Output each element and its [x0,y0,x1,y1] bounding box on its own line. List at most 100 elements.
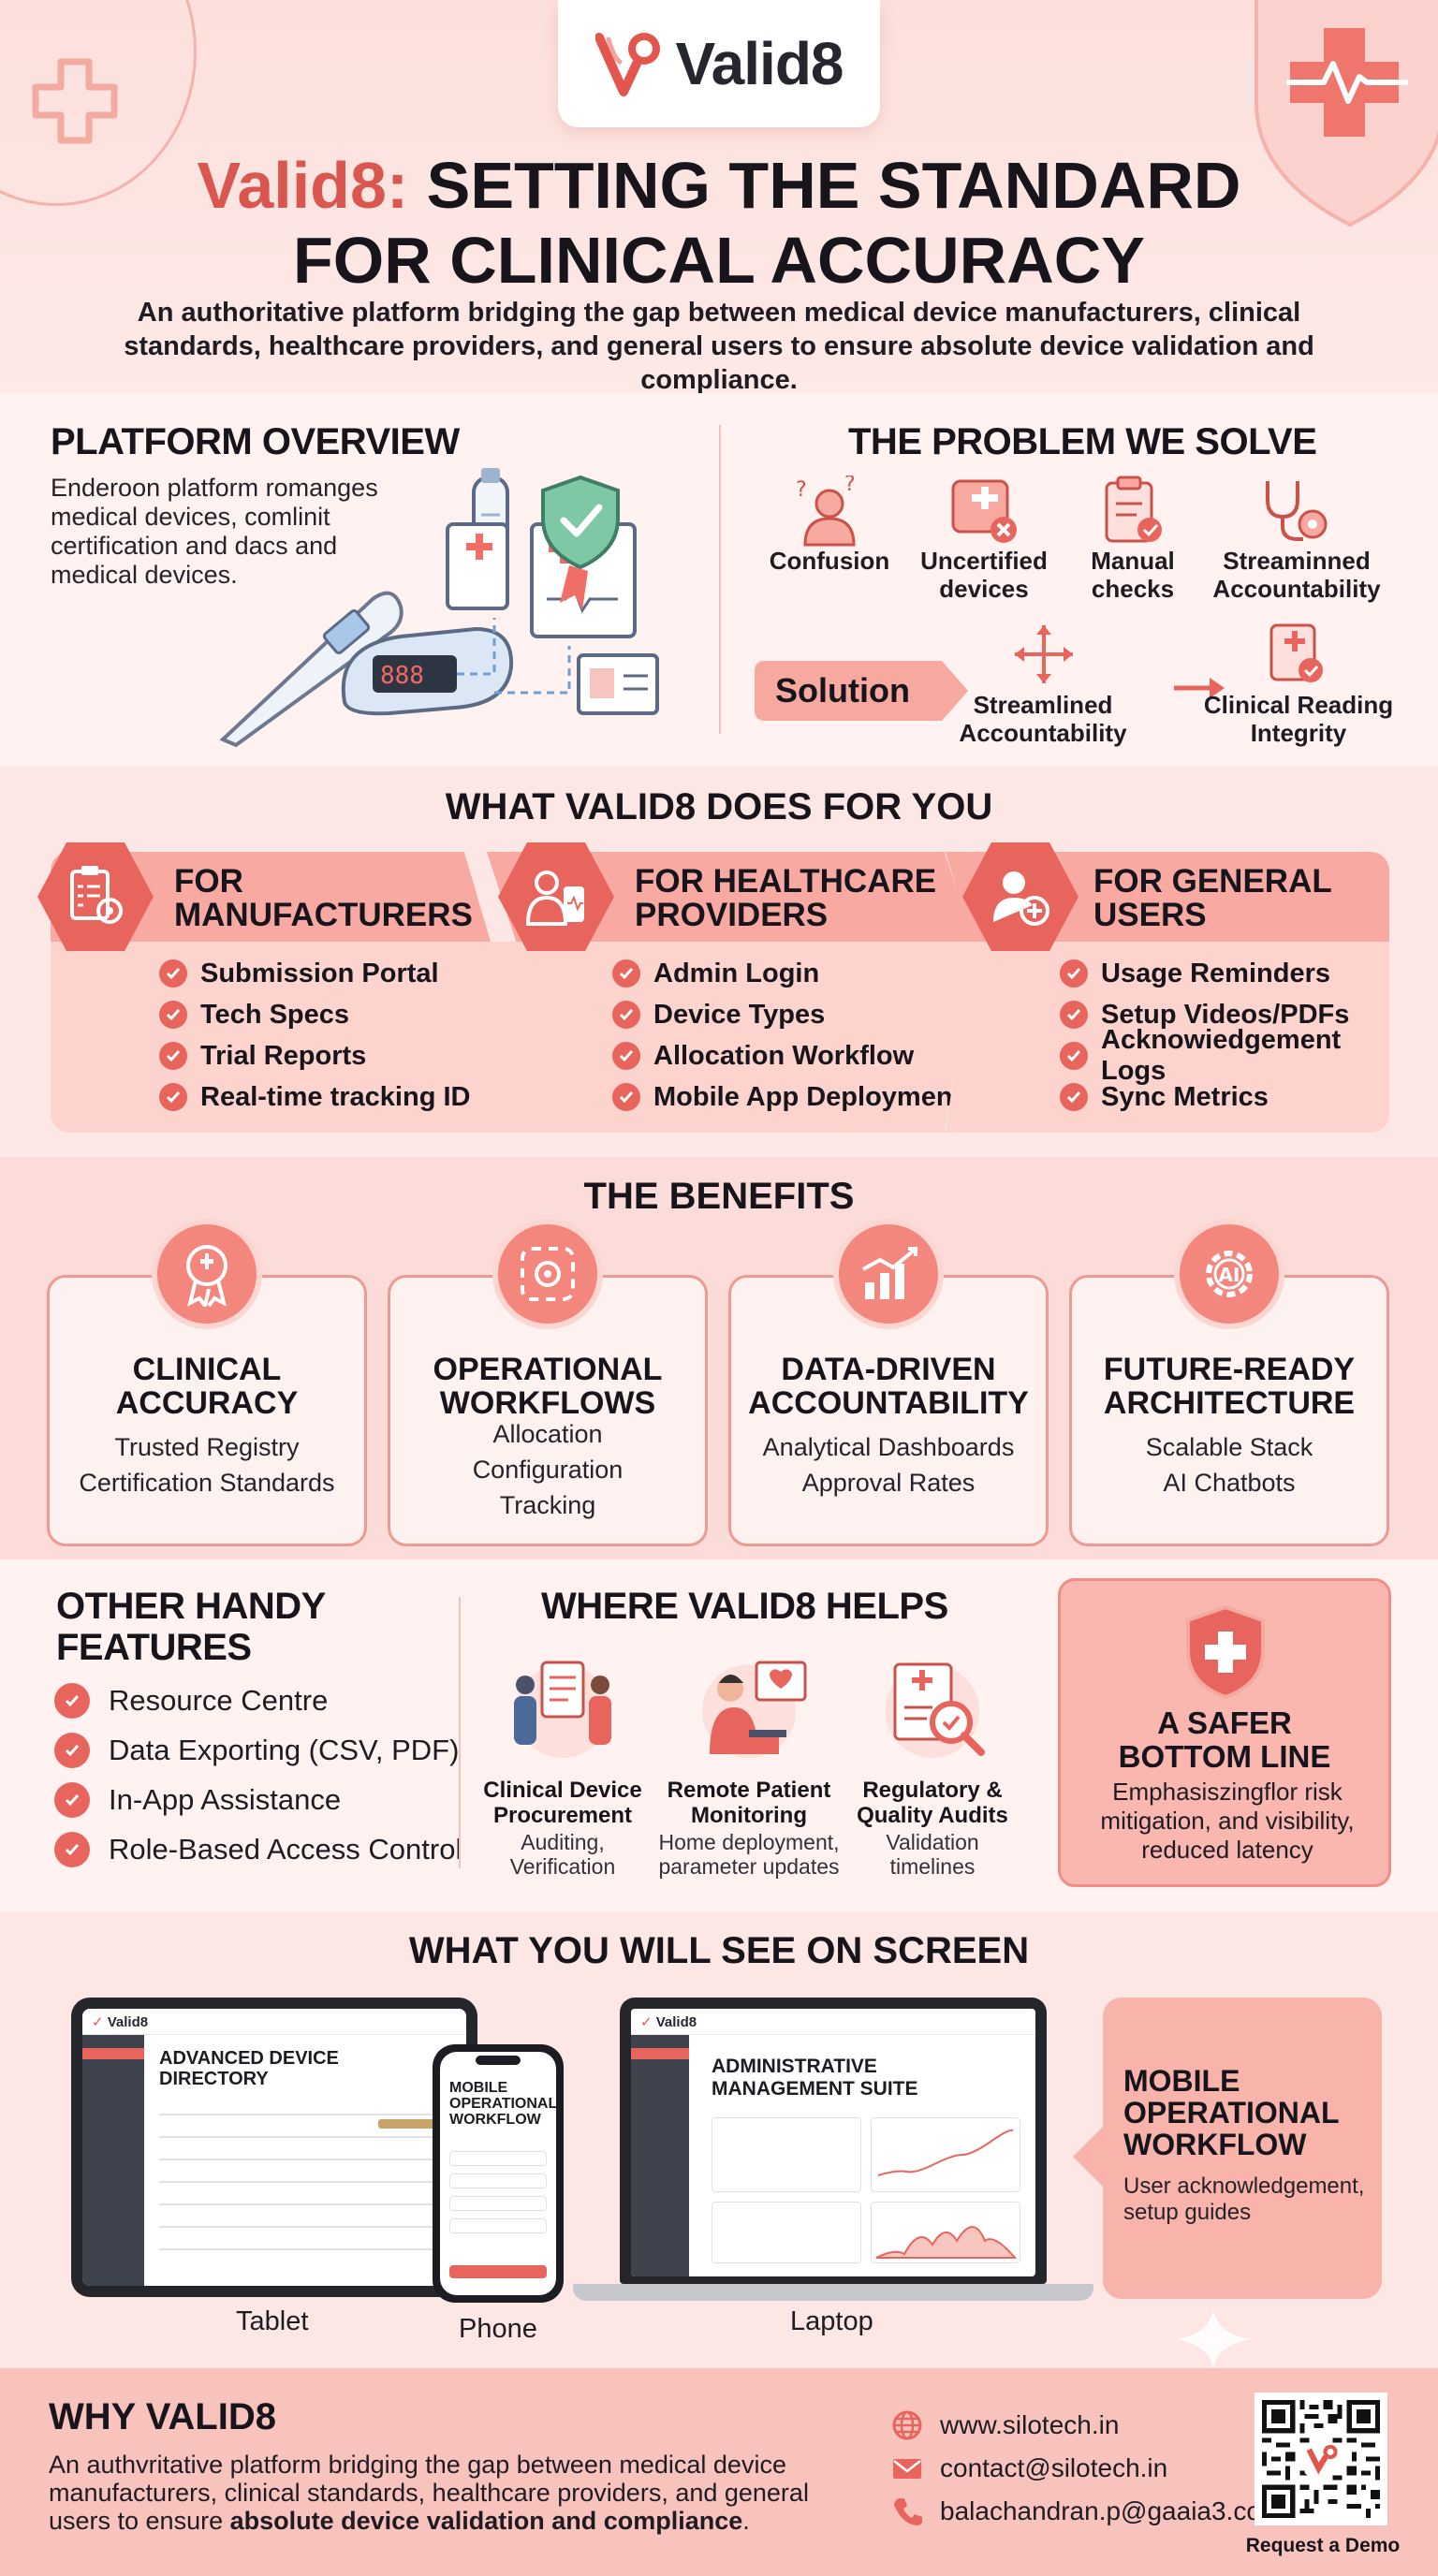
solution-item-accountability: Streamlined Accountability [959,691,1127,747]
handy-item: Role-Based Access Control [54,1824,462,1874]
check-icon [159,959,187,988]
section-divider [459,1597,461,1868]
doctors-clipboard-icon [514,1661,611,1758]
handy-item: Data Exporting (CSV, PDF) [54,1725,462,1775]
card-general-users: FOR GENERAL USERS Usage Reminders Setup … [946,842,1389,1133]
ai-gear-icon: AI [1174,1219,1284,1329]
feature-item: Trial Reports [159,1035,470,1076]
footer-title: WHY VALID8 [49,2396,276,2437]
laptop-base [573,2284,1093,2301]
bar-chart-icon [833,1219,944,1329]
safer-bottom-line-card: A SAFER BOTTOM LINE Emphasiszingflor ris… [1058,1578,1391,1887]
healthcare-provider-icon [498,842,614,951]
feature-item: Sync Metrics [1060,1076,1389,1118]
features-helps-section: OTHER HANDY FEATURES Resource Centre Dat… [0,1559,1438,1911]
phone-heading-line3: WORKFLOW [449,2112,541,2128]
check-icon [612,1042,640,1070]
stethoscope-gear-icon [1266,481,1328,541]
pulse-oximeter-icon: 888 [341,626,514,716]
card-manufacturers: FOR MANUFACTURERS Submission Portal Tech… [37,842,517,1133]
problem-item-accountability: Streaminned Accountability [1212,547,1381,603]
svg-text:AI: AI [1219,1264,1240,1286]
laptop-sidebar [631,2035,689,2276]
page-title: Valid8: SETTING THE STANDARD FOR CLINICA… [0,148,1438,298]
manufacturer-features: Submission Portal Tech Specs Trial Repor… [159,953,470,1118]
request-demo-label[interactable]: Request a Demo [1245,2535,1401,2556]
card-title-line1: FOR HEALTHCARE [635,863,937,900]
screens-section: WHAT YOU WILL SEE ON SCREEN ✓ Valid8 ADV… [0,1911,1438,2368]
laptop-screen: ✓ Valid8 ADMINISTRATIVE MANAGEMENT SUITE [631,2009,1035,2276]
handy-features-list: Resource Centre Data Exporting (CSV, PDF… [54,1676,462,1874]
arrows-move-icon [1015,625,1073,683]
healthcare-features: Admin Login Device Types Allocation Work… [612,953,961,1118]
svg-text:888: 888 [380,662,424,690]
check-icon [54,1682,90,1719]
phone-heading-line1: MOBILE [449,2080,508,2096]
card-title-line2: PROVIDERS [635,897,829,933]
problem-item-uncertified: Uncertified devices [920,547,1048,603]
laptop-heading-line2: MANAGEMENT SUITE [712,2078,918,2100]
phone-screen: MOBILE OPERATIONAL WORKFLOW [440,2052,556,2295]
check-icon [159,1001,187,1029]
line-chart-card [871,2117,1020,2192]
uncertified-device-icon [951,479,1017,543]
check-icon [612,959,640,988]
safer-title-line1: A SAFER [1157,1705,1292,1740]
contact-email[interactable]: contact@silotech.in [891,2452,1167,2484]
qr-code[interactable] [1255,2393,1387,2525]
title-brand: Valid8: [197,149,409,222]
check-icon [612,1001,640,1029]
mobile-card-title-line1: MOBILE [1123,2064,1240,2098]
page-subtitle: An authoritative platform bridging the g… [124,298,1314,393]
phone-label: Phone [459,2314,537,2344]
clinical-reading-icon [1269,623,1323,682]
section-divider [719,425,721,734]
check-icon [54,1831,90,1867]
overview-title: PLATFORM OVERVIEW [51,421,460,462]
card-title-line1: FOR GENERAL [1093,863,1332,900]
audit-magnifier-icon [886,1662,985,1758]
mobile-card-title-line2: OPERATIONAL [1123,2096,1340,2130]
title-line1: SETTING THE STANDARD [408,149,1241,222]
laptop-app-logo: ✓ Valid8 [640,2014,697,2030]
tablet-frame: ✓ Valid8 ADVANCED DEVICE DIRECTORY [71,1998,477,2297]
problem-item-confusion: Confusion [769,547,890,575]
area-chart-card [871,2202,1020,2263]
svg-text:?: ? [844,476,856,496]
feature-item: Allocation Workflow [612,1035,961,1076]
safer-title-line2: BOTTOM LINE [1118,1739,1331,1774]
header: Valid8 Valid8: SETTING THE STANDARD FOR … [0,0,1438,393]
valid8-logo-icon [594,33,660,96]
card-title-line1: FOR [174,863,243,900]
feature-item: Admin Login [612,953,961,994]
overview-problem-section: PLATFORM OVERVIEW Enderoon platform roma… [0,393,1438,766]
feature-item: Usage Reminders [1060,953,1389,994]
mail-icon [893,2459,921,2479]
tablet-sidebar [82,2035,144,2286]
contact-website[interactable]: www.silotech.in [891,2409,1119,2441]
mobile-workflow-card: MOBILE OPERATIONAL WORKFLOW User acknowl… [1103,1998,1382,2299]
website-link[interactable]: www.silotech.in [940,2410,1120,2439]
tablet-heading-line2: DIRECTORY [159,2069,269,2089]
check-icon [1060,1083,1088,1111]
card-title-line2: MANUFACTURERS [174,897,473,933]
laptop-heading-line1: ADMINISTRATIVE [712,2056,877,2077]
check-icon [612,1083,640,1111]
tablet-label: Tablet [236,2306,309,2336]
check-icon [54,1732,90,1768]
remote-patient-icon [702,1661,807,1758]
mobile-card-body: User acknowledgement, setup guides [1123,2174,1365,2225]
thermometer-icon [219,591,404,748]
logo: Valid8 [558,0,880,127]
phone-icon [894,2498,922,2525]
handy-title: OTHER HANDY FEATURES [56,1586,326,1668]
solution-label: Solution [755,661,942,721]
clipboard-check-icon [1105,476,1162,543]
feature-item: Setup Videos/PDFs [1060,994,1389,1035]
email-link[interactable]: contact@silotech.in [940,2453,1168,2482]
phone-contact[interactable]: balachandran.p@gaaia3.com [940,2496,1284,2525]
contact-phone[interactable]: balachandran.p@gaaia3.com [891,2496,1283,2527]
